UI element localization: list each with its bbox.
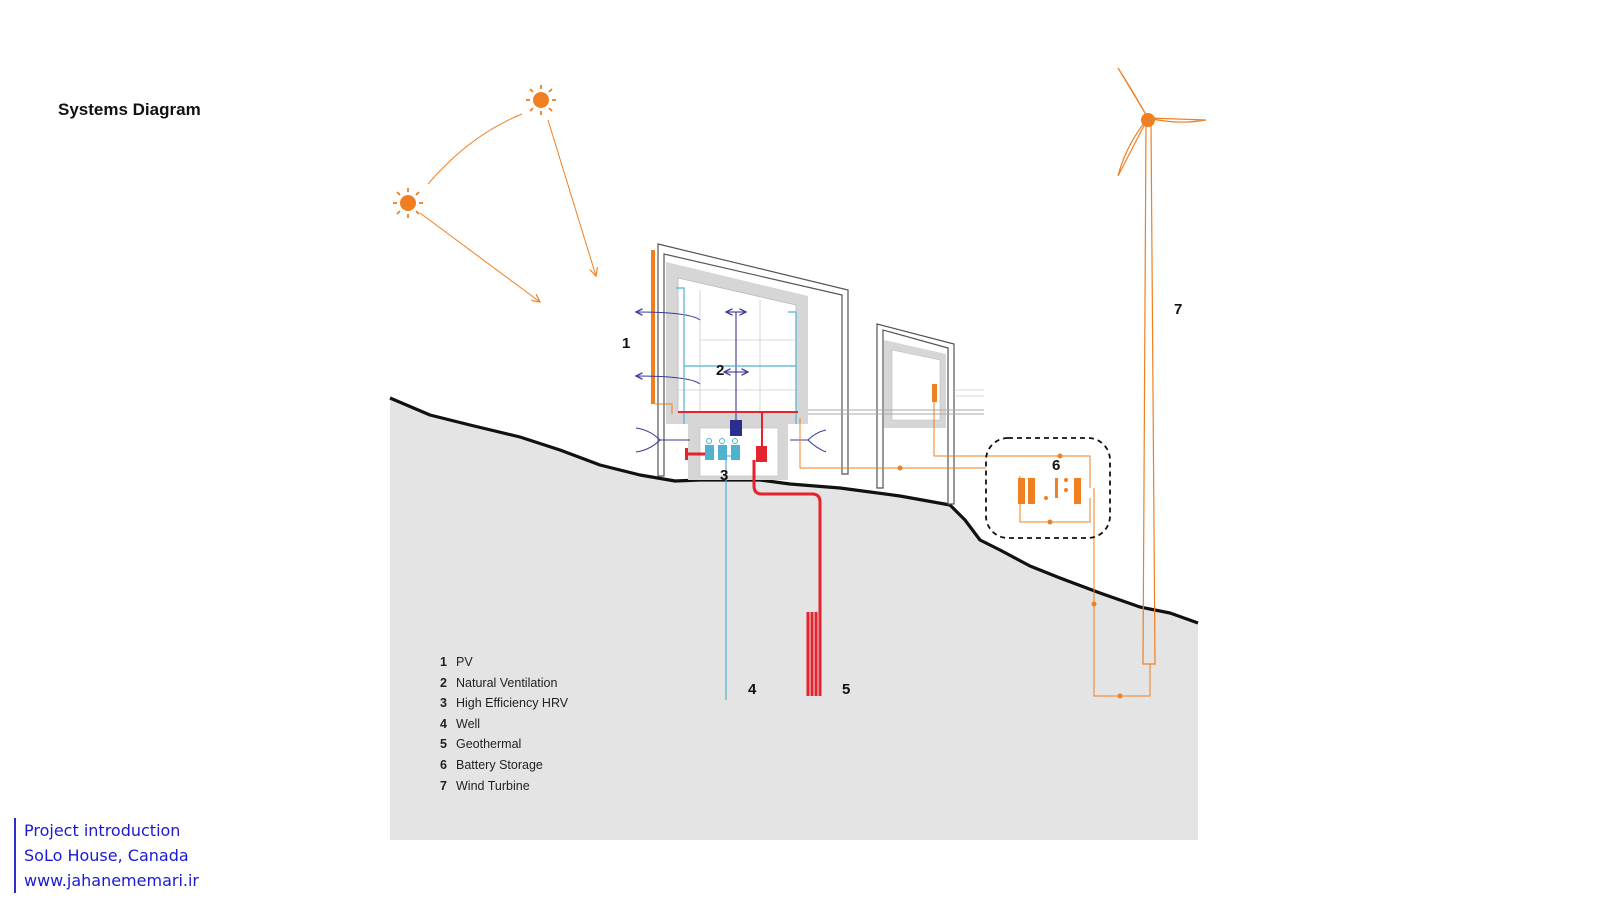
battery-icon <box>1018 478 1081 504</box>
callout-hrv: 3 <box>720 467 728 484</box>
battery-storage-boundary <box>985 437 1111 539</box>
electrical-wiring <box>655 386 1151 699</box>
secondary-building-section <box>808 323 984 505</box>
credit-website-link[interactable]: www.jahanememari.ir <box>24 871 200 890</box>
credit-project-name: SoLo House, Canada <box>24 846 189 865</box>
ground-line <box>389 396 1199 625</box>
geothermal-lines <box>678 411 822 696</box>
ground-section <box>390 398 1198 840</box>
main-house-section <box>657 243 849 480</box>
ventilation-unit <box>730 420 742 436</box>
project-credits: Project introduction SoLo House, Canada … <box>14 818 199 893</box>
sun-ray-arrow <box>547 119 596 276</box>
wind-turbine-hub <box>1141 113 1155 127</box>
inverter <box>932 384 937 402</box>
credit-project-introduction: Project introduction <box>24 821 181 840</box>
callout-well: 4 <box>748 681 757 698</box>
sun-icon <box>526 85 556 115</box>
water-lines <box>676 287 797 700</box>
pv-panel <box>651 250 655 404</box>
sun-ray-arrow <box>419 212 540 302</box>
sun-path-arc <box>427 113 523 185</box>
diagram-title: Systems Diagram <box>58 100 201 119</box>
sun-icon <box>393 188 423 218</box>
ventilation-lines <box>636 312 827 453</box>
callout-wind-turbine: 7 <box>1174 301 1182 318</box>
wind-turbine <box>1117 67 1207 665</box>
callout-battery: 6 <box>1052 457 1060 474</box>
geothermal-valve <box>685 448 688 460</box>
callout-geothermal: 5 <box>842 681 850 698</box>
callout-ventilation: 2 <box>716 362 724 379</box>
geothermal-heat-pump <box>756 446 767 462</box>
callout-pv: 1 <box>622 335 630 352</box>
hrv-unit <box>705 438 740 460</box>
